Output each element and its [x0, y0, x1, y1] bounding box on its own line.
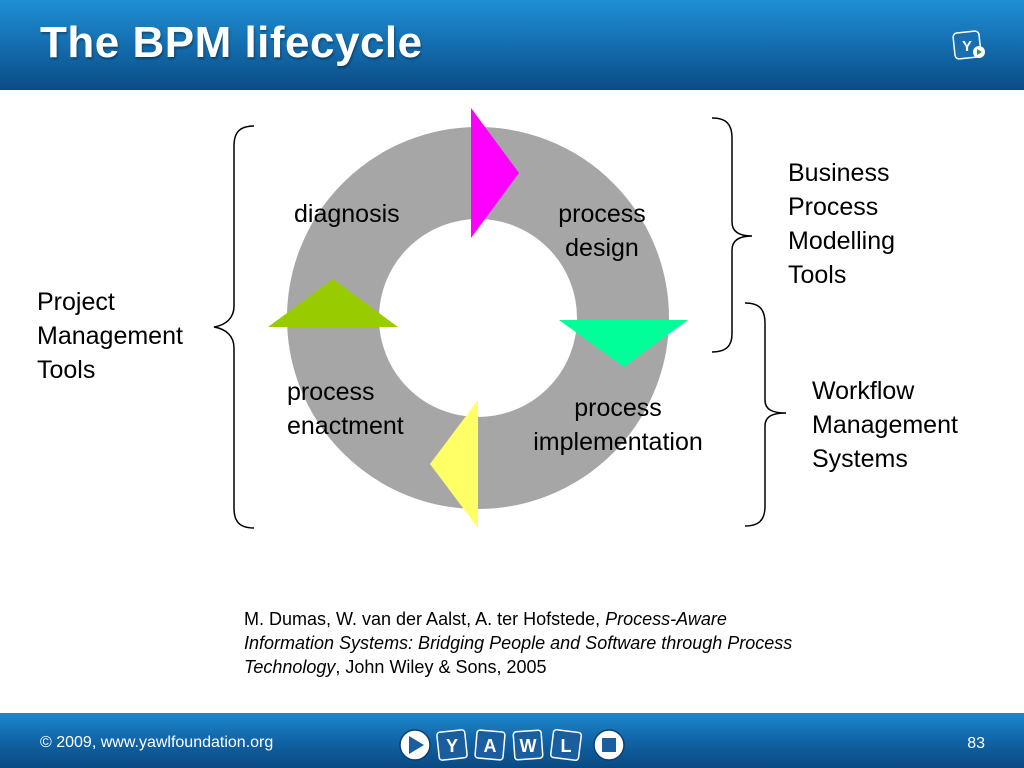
right-brace-upper [711, 117, 753, 353]
bpm-tools-line1: Business [788, 159, 890, 187]
bpm-tools-label: Business Process Modelling Tools [788, 156, 895, 292]
phase-design-label: process design [540, 197, 664, 265]
yawl-navigation-bar[interactable]: Y A W L [397, 727, 629, 763]
citation-line1: M. Dumas, W. van der Aalst, A. ter Hofst… [244, 607, 884, 631]
citation-title-part2: Information Systems: Bridging People and… [244, 633, 793, 653]
slide-title: The BPM lifecycle [40, 18, 423, 67]
nav-letter-w[interactable]: W [512, 729, 544, 761]
phase-enactment-line2: enactment [287, 412, 404, 440]
logo-letter: Y [962, 38, 972, 55]
citation-title-part1: Process-Aware [605, 609, 727, 629]
left-brace [213, 125, 255, 529]
phase-design-line1: process [558, 200, 646, 228]
nav-letter-y[interactable]: Y [436, 729, 468, 761]
citation: M. Dumas, W. van der Aalst, A. ter Hofst… [244, 607, 884, 679]
stop-icon [602, 738, 616, 752]
arrow-left-icon [268, 279, 398, 327]
arrow-right-icon [559, 320, 688, 367]
pm-tools-line2: Management [37, 322, 183, 350]
slide-footer: © 2009, www.yawlfoundation.org Y A W L [0, 713, 1024, 768]
bpm-lifecycle-diagram [213, 108, 787, 529]
nav-letter-a[interactable]: A [474, 729, 506, 761]
phase-implementation-label: process implementation [518, 391, 718, 459]
arrow-top-icon [471, 108, 519, 238]
phase-enactment-label: process enactment [287, 375, 404, 443]
nav-letter-l-text: L [561, 736, 572, 756]
workflow-management-systems-label: Workflow Management Systems [812, 374, 958, 476]
footer-copyright: © 2009, www.yawlfoundation.org [40, 734, 274, 751]
play-icon [409, 736, 424, 754]
citation-authors: M. Dumas, W. van der Aalst, A. ter Hofst… [244, 609, 606, 629]
project-management-tools-label: Project Management Tools [37, 285, 183, 387]
yawl-logo-icon: Y [952, 30, 985, 60]
bpm-tools-line2: Process [788, 193, 879, 221]
arrow-bottom-icon [430, 400, 478, 528]
citation-line2: Information Systems: Bridging People and… [244, 631, 884, 655]
nav-letter-y-text: Y [446, 736, 458, 756]
wfms-line1: Workflow [812, 377, 915, 405]
bpm-tools-line4: Tools [788, 261, 847, 289]
citation-line3: Technology, John Wiley & Sons, 2005 [244, 655, 884, 679]
slide-header: The BPM lifecycle Y [0, 0, 1024, 90]
wfms-line3: Systems [812, 445, 908, 473]
nav-letter-w-text: W [520, 736, 537, 756]
slide-number: 83 [967, 735, 985, 752]
phase-implementation-line1: process [574, 394, 662, 422]
phase-diagnosis-line1: diagnosis [294, 200, 400, 228]
bpm-tools-line3: Modelling [788, 227, 896, 255]
phase-enactment-line1: process [287, 378, 375, 406]
citation-publisher: , John Wiley & Sons, 2005 [335, 657, 547, 677]
stop-button[interactable] [593, 729, 625, 761]
phase-diagnosis-label: diagnosis [294, 197, 400, 231]
phase-implementation-line2: implementation [533, 428, 703, 456]
pm-tools-line3: Tools [37, 356, 96, 384]
nav-letter-a-text: A [484, 736, 497, 756]
wfms-line2: Management [812, 411, 958, 439]
pm-tools-line1: Project [37, 288, 115, 316]
phase-design-line2: design [565, 234, 639, 262]
nav-letter-l[interactable]: L [549, 728, 583, 762]
citation-title-part3: Technology [244, 657, 336, 677]
play-button[interactable] [399, 729, 431, 761]
right-brace-lower [744, 302, 787, 527]
